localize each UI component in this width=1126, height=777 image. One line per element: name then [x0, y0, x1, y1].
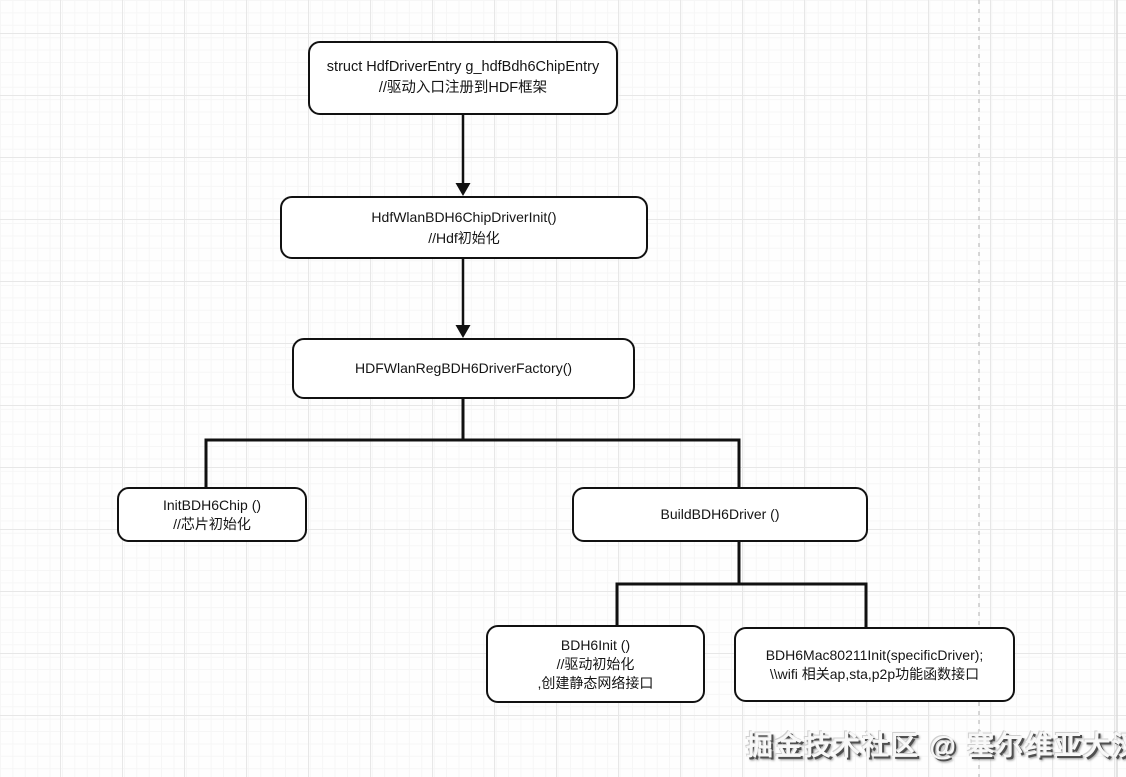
connector-build-driver-branch — [615, 542, 868, 627]
node-hdf-wlan-bdh6-chip-driver-init: HdfWlanBDH6ChipDriverInit() //Hdf初始化 — [280, 196, 648, 259]
node-comment-line: \\wifi 相关ap,sta,p2p功能函数接口 — [769, 665, 980, 682]
node-code-line: InitBDH6Chip () — [162, 496, 262, 513]
arrow-chip-driver-init-to-factory — [455, 259, 471, 338]
arrow-entry-to-chip-driver-init — [455, 115, 471, 196]
node-hdf-driver-entry: struct HdfDriverEntry g_hdfBdh6ChipEntry… — [308, 41, 618, 115]
connector-factory-branch — [204, 399, 741, 487]
node-code-line: HDFWlanRegBDH6DriverFactory() — [354, 360, 573, 376]
node-bdh6-mac80211-init: BDH6Mac80211Init(specificDriver); \\wifi… — [734, 627, 1015, 702]
watermark-text: 掘金技术社区 @ 塞尔维亚大汉 — [746, 731, 1126, 761]
node-code-line: HdfWlanBDH6ChipDriverInit() — [371, 208, 557, 225]
node-comment-line: //Hdf初始化 — [428, 229, 500, 246]
node-comment-line: //驱动入口注册到HDF框架 — [378, 80, 548, 96]
node-code-line: BDH6Mac80211Init(specificDriver); — [765, 646, 984, 663]
arrowhead-down-icon — [455, 183, 471, 196]
node-code-line: BuildBDH6Driver () — [660, 506, 780, 522]
node-comment-line: //驱动初始化 — [556, 655, 635, 672]
node-comment-line: ,创建静态网络接口 — [537, 674, 654, 691]
node-hdf-wlan-reg-bdh6-driver-factory: HDFWlanRegBDH6DriverFactory() — [292, 338, 635, 399]
node-code-line: BDH6Init () — [560, 636, 631, 653]
node-bdh6-init: BDH6Init () //驱动初始化 ,创建静态网络接口 — [486, 625, 705, 703]
arrowhead-down-icon — [455, 325, 471, 338]
node-code-line: struct HdfDriverEntry g_hdfBdh6ChipEntry — [326, 59, 600, 75]
node-build-bdh6-driver: BuildBDH6Driver () — [572, 487, 868, 542]
node-comment-line: //芯片初始化 — [173, 515, 251, 532]
node-init-bdh6-chip: InitBDH6Chip () //芯片初始化 — [117, 487, 307, 542]
